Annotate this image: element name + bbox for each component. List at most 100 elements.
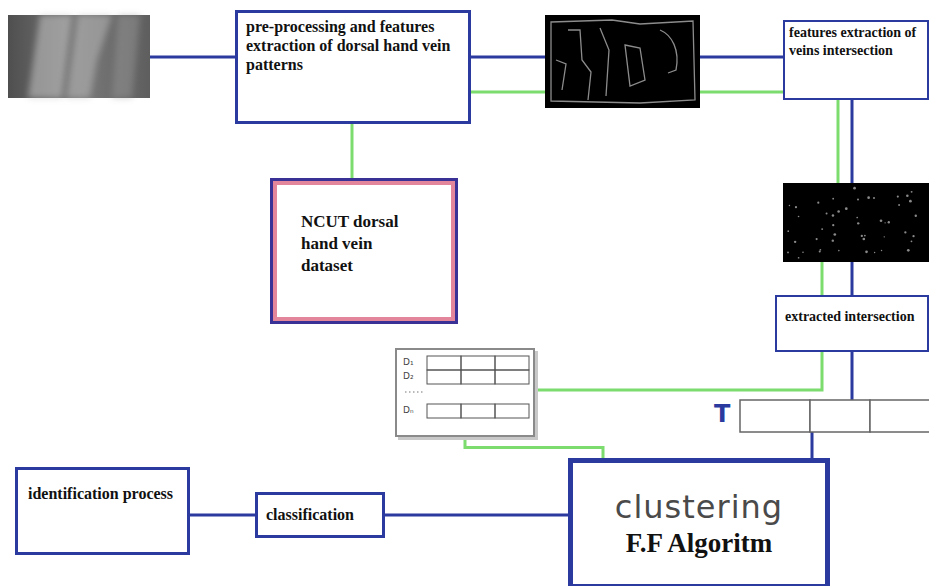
box-text: identification process (28, 484, 177, 505)
hand-photo (8, 15, 150, 98)
intersection-point (794, 241, 796, 243)
intersection-point (909, 200, 912, 203)
intersection-point (857, 222, 859, 224)
intersection-point (816, 238, 818, 240)
matrix-cell (461, 356, 495, 370)
intersection-point (820, 249, 822, 251)
vein-contour (556, 60, 566, 90)
intersection-point (862, 238, 865, 241)
intersection-point (787, 230, 789, 232)
intersection-point (795, 206, 797, 208)
wire (150, 56, 235, 59)
intersection-point (906, 195, 909, 198)
intersection-point (817, 202, 819, 204)
matrix-cell (427, 356, 461, 370)
intersection-point (832, 239, 834, 241)
dataset-box: NCUT dorsal hand vein dataset (270, 178, 458, 324)
intersection-point (856, 217, 858, 219)
box-text: classification (266, 505, 354, 524)
connector (190, 514, 255, 517)
vector-label: T (714, 402, 730, 426)
connector (351, 124, 354, 178)
vector-cell (740, 400, 810, 432)
hand-photo-ground (8, 15, 150, 98)
intersection-point (881, 250, 882, 251)
box-text: clustering (615, 488, 783, 526)
algorithm-box: clusteringF.F Algoritm (568, 458, 830, 586)
intersection-point (837, 210, 840, 213)
row-label: D₁ (403, 356, 533, 368)
vein-contour (551, 20, 695, 103)
intersection-point (907, 249, 910, 252)
connector (385, 514, 568, 517)
vein-contour (660, 30, 677, 73)
matrix-cell (495, 370, 529, 384)
intersection-point (832, 214, 835, 217)
intersection-point (845, 207, 848, 210)
matrix-cell (461, 370, 495, 384)
intersection-point (888, 221, 890, 223)
intersection-point (838, 250, 840, 252)
feature-vector (740, 400, 929, 432)
matrix-cell (461, 404, 495, 418)
process-box: extracted intersection (775, 295, 929, 352)
points-image-ground (783, 183, 929, 262)
vein-contour (625, 45, 645, 86)
intersection-point (873, 197, 875, 199)
matrix-cell (495, 356, 529, 370)
matrix-cell (427, 370, 461, 384)
vein-pattern-image (545, 15, 700, 108)
matrix-table: D₁D₂Dₙ (395, 348, 535, 437)
vector-cell (810, 400, 870, 432)
intersection-point (798, 216, 800, 218)
intersection-point (884, 222, 885, 223)
intersection-point (787, 252, 789, 254)
intersection-point (897, 196, 899, 198)
intersection-point (867, 196, 870, 199)
process-box: pre-processing and features extraction o… (235, 10, 471, 124)
intersection-point (904, 231, 906, 233)
vector-cell (870, 400, 929, 432)
ellipsis-dots (405, 391, 425, 392)
intersection-point (798, 257, 800, 259)
box-text: F.F Algoritm (626, 527, 772, 559)
intersection-point (865, 251, 868, 254)
intersection-point (833, 233, 836, 236)
box-text: extracted intersection (785, 309, 919, 326)
connector (535, 352, 822, 390)
intersection-point (874, 252, 875, 253)
intersection-points-image (783, 183, 929, 262)
intersection-point (832, 198, 834, 200)
intersection-point (802, 252, 804, 254)
intersection-point (880, 219, 883, 222)
intersection-point (911, 191, 913, 193)
hand-photo-highlight (28, 15, 72, 98)
vein-contour (568, 30, 591, 100)
wire (821, 262, 824, 295)
intersection-point (911, 240, 913, 242)
row-label: D₂ (403, 370, 533, 382)
intersection-point (853, 187, 856, 190)
intersection-point (789, 205, 791, 207)
intersection-point (861, 235, 863, 237)
hand-photo-highlight (66, 15, 112, 98)
intersection-point (864, 235, 866, 237)
process-box: identification process (15, 467, 190, 555)
intersection-point (826, 213, 828, 215)
box-text: pre-processing and features extraction o… (246, 17, 460, 75)
intersection-point (898, 204, 900, 206)
connector (465, 437, 603, 458)
intersection-point (857, 199, 859, 201)
intersection-point (884, 236, 885, 237)
intersection-point (915, 215, 917, 217)
box-text: NCUT dorsal hand vein dataset (301, 211, 421, 277)
process-box: classification (255, 492, 385, 538)
hand-photo-highlight (112, 15, 140, 98)
box-text: features extraction of veins intersectio… (789, 24, 923, 59)
intersection-point (819, 250, 821, 252)
matrix-grid (397, 350, 531, 435)
process-box: features extraction of veins intersectio… (783, 20, 929, 100)
intersection-point (832, 224, 834, 226)
intersection-point (912, 235, 914, 237)
vein-contour (600, 28, 609, 96)
